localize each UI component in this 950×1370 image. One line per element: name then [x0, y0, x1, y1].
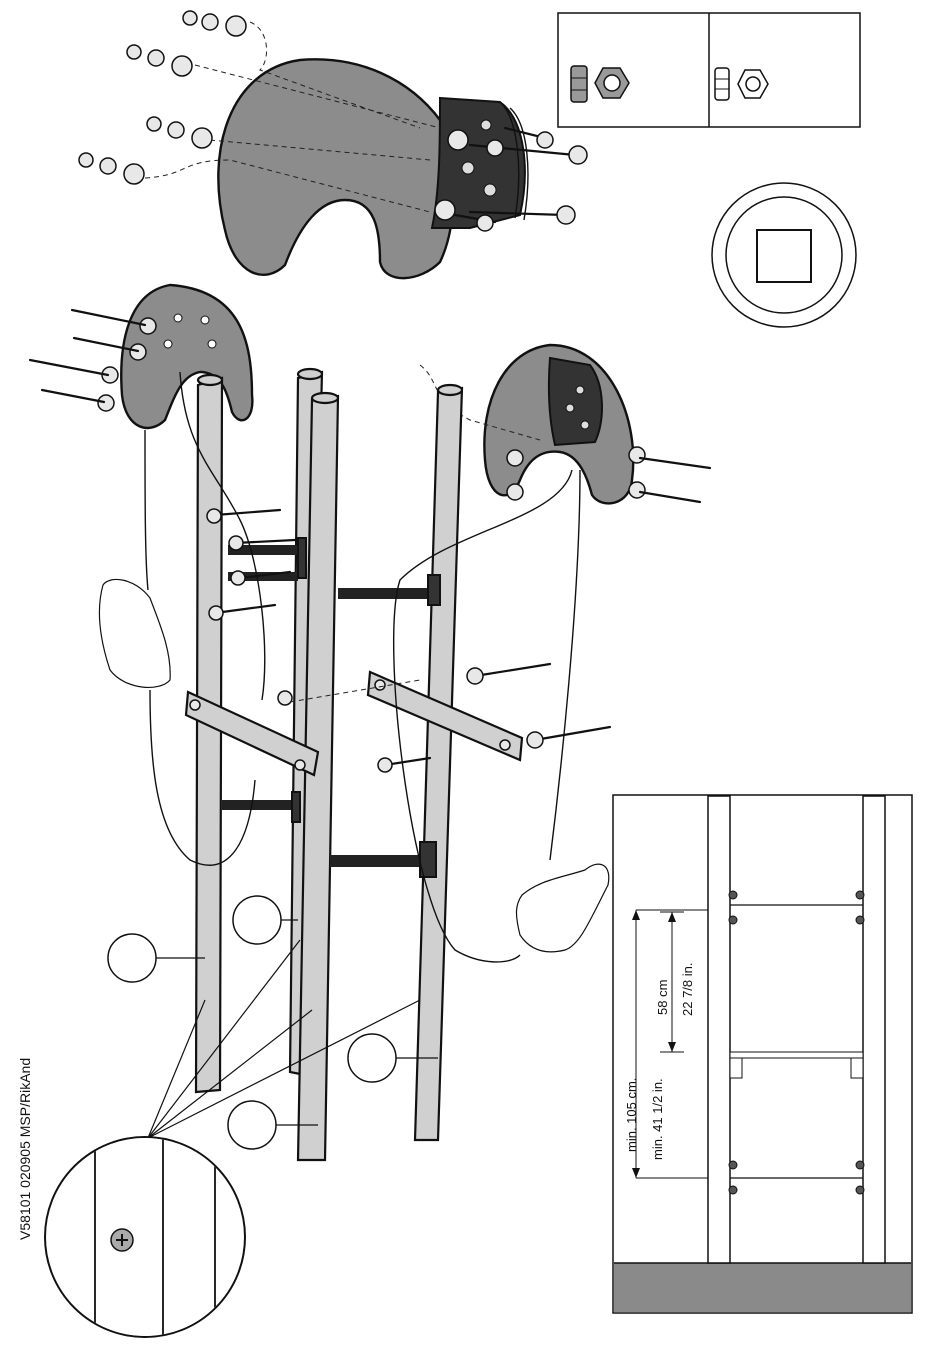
phillips-screw-icon	[111, 1229, 133, 1251]
post-left	[196, 378, 222, 1092]
outer-measure-metric: min. 105 cm.	[624, 1078, 639, 1152]
nut-washer-group	[127, 45, 192, 76]
hardware-panel	[558, 13, 860, 127]
document-code: V58101 020905 MSP/RikAnd	[17, 1058, 33, 1240]
top-exploded-seat	[79, 11, 587, 278]
outer-measure-imperial: min. 41 1/2 in.	[650, 1078, 665, 1160]
square-hole-icon	[712, 183, 856, 327]
nut-washer-group	[183, 11, 246, 36]
part-callouts	[108, 896, 438, 1149]
post-right	[415, 388, 462, 1140]
screw-detail-magnifier	[45, 940, 420, 1350]
nut-washer-group	[147, 117, 212, 148]
posts	[196, 369, 462, 1160]
inner-measure-metric: 58 cm	[655, 980, 670, 1015]
measurement-panel: 58 cm 22 7/8 in. min. 105 cm. min. 41 1/…	[613, 795, 912, 1313]
inner-measure-imperial: 22 7/8 in.	[680, 963, 695, 1017]
nut-washer-group	[79, 153, 144, 184]
right-seat	[420, 345, 710, 503]
cross-bars	[186, 509, 610, 877]
